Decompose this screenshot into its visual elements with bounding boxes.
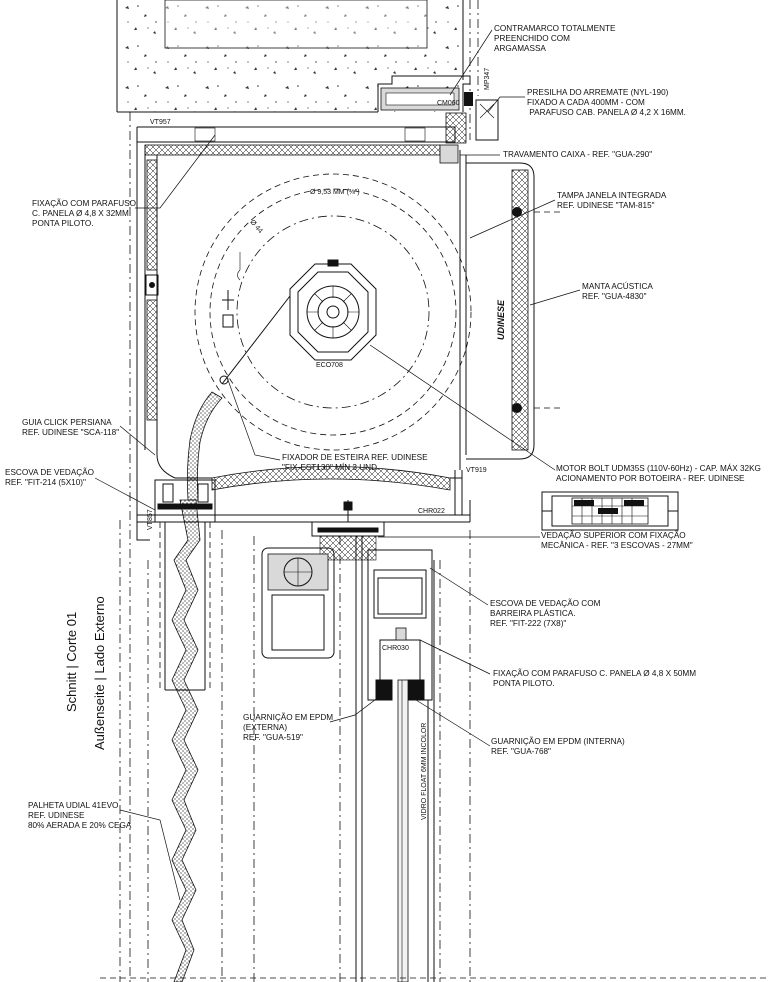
title-line-1: Schnitt | Corte 01 (64, 612, 79, 712)
section-title: Schnitt | Corte 01 Außenseite | Lado Ext… (64, 596, 107, 750)
window-frame (355, 536, 435, 982)
tag-eco708: ECO708 (316, 362, 343, 369)
tag-cm060: CM060 (437, 100, 460, 107)
label-fixador: FIXADOR DE ESTEIRA REF. UDINESE"FIX-EST1… (282, 453, 428, 472)
tag-diameter: Ø 9,53 MM (⅜") (310, 189, 360, 196)
label-fixacao-50: FIXAÇÃO COM PARAFUSO C. PANELA Ø 4,8 X 5… (493, 668, 696, 688)
motor-detail (541, 491, 679, 531)
guide-rail (136, 470, 216, 691)
label-guarnicao-interna: GUARNIÇÃO EM EPDM (INTERNA)REF. "GUA-768… (491, 736, 625, 756)
roller-tube-assembly (194, 173, 472, 451)
tag-mp347: MP347 (484, 68, 491, 90)
leader-lines (94, 29, 581, 901)
label-travamento: TRAVAMENTO CAIXA - REF. "GUA-290" (503, 150, 652, 159)
title-line-2: Außenseite | Lado Externo (92, 596, 107, 750)
tag-chr022: CHR022 (418, 508, 445, 515)
rollershutter-box (136, 112, 560, 523)
brand-mark: UDINESE (496, 299, 506, 340)
concrete-lintel (116, 0, 464, 113)
axis-lines (100, 112, 770, 982)
tag-vt957: VT957 (150, 119, 171, 126)
tag-vidro: VIDRO FLOAT 6MM INCOLOR (421, 723, 428, 820)
label-presilha: PRESILHA DO ARREMATE (NYL-190)FIXADO A C… (527, 88, 686, 117)
contramarco-profile (377, 0, 499, 141)
epdm-external-profile (261, 547, 335, 659)
profile-tags: VT957 CM060 MP347 ECO708 VT919 CHR022 CH… (147, 68, 506, 820)
tag-chr030: CHR030 (382, 645, 409, 652)
tag-diameter-small: Ø 44 (248, 219, 263, 235)
tag-vt857: VT857 (147, 509, 154, 530)
label-motor: MOTOR BOLT UDM35S (110V-60Hz) - CAP. MÁX… (556, 463, 761, 483)
tag-vt919: VT919 (466, 467, 487, 474)
vedacao-superior (311, 500, 385, 561)
label-guarnicao-externa: GUARNIÇÃO EM EPDM(EXTERNA)REF. "GUA-519" (243, 712, 333, 742)
